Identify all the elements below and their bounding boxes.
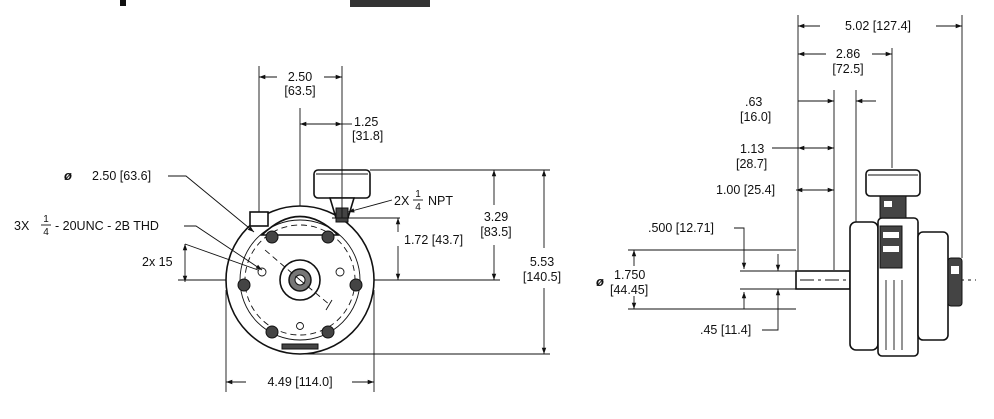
half-spacing-mm: [31.8]: [352, 129, 383, 143]
overall-width: 4.49 [114.0]: [267, 375, 332, 389]
port-offset-mm: [72.5]: [832, 62, 863, 76]
mounting-bolts: [237, 230, 363, 339]
overall-height-inch: 5.53: [530, 255, 554, 269]
cropped-header-fragment: [120, 0, 430, 7]
npt-suffix: NPT: [428, 194, 453, 208]
flange-thickness-mm: [16.0]: [740, 110, 771, 124]
port-offset-inch: 2.86: [836, 47, 860, 61]
overall-length: 5.02 [127.4]: [845, 19, 911, 33]
pilot-depth-mm: [28.7]: [736, 157, 767, 171]
rear-nut: [947, 257, 963, 307]
overall-height-mm: [140.5]: [523, 270, 561, 284]
side-view: [795, 169, 976, 357]
port-height-inch: 3.29: [484, 210, 508, 224]
pilot-diameter-text: 2.50 [63.6]: [92, 169, 151, 183]
side-dimensions: 5.02 [127.4] 2.86 [72.5] .63 [16.0] 1.13…: [596, 15, 963, 337]
npt-fraction-num: 1: [415, 189, 421, 200]
bolt-spacing-mm: [63.5]: [284, 84, 315, 98]
nameplate: [281, 343, 319, 350]
key-height: .45 [11.4]: [700, 323, 751, 337]
front-dimensions: 2.50 [63.5] 1.25 [31.8] ø 2.50 [63.6] 2X…: [14, 66, 561, 392]
side-port-fitting: [865, 169, 921, 219]
npt-prefix: 2X: [394, 194, 410, 208]
shaft-diameter-symbol: ø: [596, 274, 604, 289]
pilot-diameter-symbol: ø: [64, 168, 72, 183]
port-height-mm: [83.5]: [480, 225, 511, 239]
rear-cap: [917, 231, 949, 341]
pilot-depth-inch: 1.13: [740, 142, 764, 156]
thread-prefix: 3X: [14, 219, 30, 233]
center-height: 1.72 [43.7]: [404, 233, 463, 247]
thread-suffix: - 20UNC - 2B THD: [55, 219, 159, 233]
npt-fraction-den: 4: [415, 202, 421, 213]
shaft-offset: .500 [12.71]: [648, 221, 714, 235]
thread-fraction-num: 1: [43, 214, 49, 225]
bolt-spacing-inch: 2.50: [288, 70, 312, 84]
angle-label: 2x 15: [142, 255, 173, 269]
front-view: [178, 108, 500, 355]
thread-fraction-den: 4: [43, 227, 49, 238]
flange-thickness-inch: .63: [745, 95, 762, 109]
shaft-length: 1.00 [25.4]: [716, 183, 775, 197]
shaft-diameter-inch: 1.750: [614, 268, 645, 282]
half-spacing-inch: 1.25: [354, 115, 378, 129]
flange: [849, 221, 879, 351]
top-fitting: [249, 211, 269, 227]
shaft-diameter-mm: [44.45]: [610, 283, 648, 297]
